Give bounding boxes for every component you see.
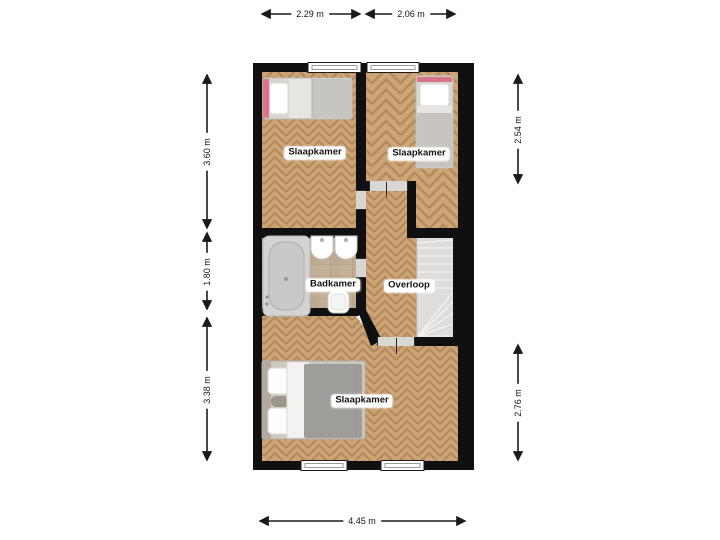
- bathtub: [262, 235, 311, 317]
- room-label-overloop: Overloop: [384, 279, 434, 293]
- dim-label-bottom: 4.45 m: [343, 514, 381, 528]
- wall-diagonal: [356, 306, 382, 346]
- wall-stairs-right-thick: [453, 233, 474, 345]
- dim-label-left-middle: 1.80 m: [200, 253, 214, 291]
- bed-accent-pink: [263, 79, 269, 118]
- room-label-slaapkamer-top-right: Slaapkamer: [388, 147, 450, 161]
- bed-sheet: [289, 79, 312, 118]
- sink-faucet: [343, 237, 349, 243]
- bathtub-drain: [284, 277, 288, 281]
- door-bedroom-right-jambs: [369, 181, 408, 197]
- dim-label-right-upper: 2.54 m: [511, 111, 525, 149]
- toilet: [327, 290, 350, 314]
- bed-accent-pink: [417, 77, 452, 82]
- window-top-2: [366, 62, 420, 73]
- windows: [300, 62, 425, 471]
- dim-label-left-lower: 3.38 m: [200, 371, 214, 409]
- bed-headboard: [262, 361, 271, 439]
- door-bedroom-left-jambs: [356, 190, 366, 210]
- bathtub-faucet: [265, 295, 269, 299]
- window-bottom-1: [300, 460, 348, 471]
- room-label-badkamer: Badkamer: [306, 278, 360, 292]
- wall-stairwell-left: [407, 181, 416, 238]
- wall-bedroom-bottom-top: [414, 337, 460, 346]
- sink-faucet: [319, 237, 325, 243]
- window-bottom-2: [380, 460, 425, 471]
- wall-bathroom-top: [262, 228, 366, 238]
- dim-label-top-right: 2.06 m: [392, 7, 430, 21]
- door-bedroom-bottom-jambs: [377, 337, 415, 354]
- window-top-1: [307, 62, 362, 73]
- bed-tray: [271, 396, 290, 407]
- bed-blanket: [312, 79, 352, 118]
- door-bedroom-right: [369, 181, 408, 191]
- bed-sheet: [417, 106, 452, 113]
- pillow: [269, 82, 289, 115]
- walls: [253, 63, 474, 470]
- wall-overloop-left-low: [356, 278, 366, 315]
- dim-label-top-left: 2.29 m: [291, 7, 329, 21]
- bed-double-bottom: [261, 360, 366, 440]
- stair-treads: [415, 239, 454, 337]
- furniture: [261, 75, 454, 440]
- door-bedroom-left: [356, 190, 366, 210]
- room-label-slaapkamer-top-left: Slaapkamer: [284, 146, 346, 160]
- wall-stairs-top: [407, 228, 458, 238]
- bed-single-top-left: [262, 77, 353, 120]
- dim-label-left-upper: 3.60 m: [200, 133, 214, 171]
- sink-right: [334, 235, 358, 260]
- room-label-slaapkamer-bottom: Slaapkamer: [331, 394, 393, 408]
- wall-between-bedrooms: [356, 72, 366, 190]
- door-bathroom: [356, 258, 366, 278]
- pillow: [419, 83, 450, 107]
- floor-overloop: [366, 190, 416, 338]
- dim-label-right-lower: 2.76 m: [511, 384, 525, 422]
- sink-left: [310, 235, 334, 260]
- door-bathroom-jambs: [356, 258, 366, 278]
- doors: [356, 181, 415, 354]
